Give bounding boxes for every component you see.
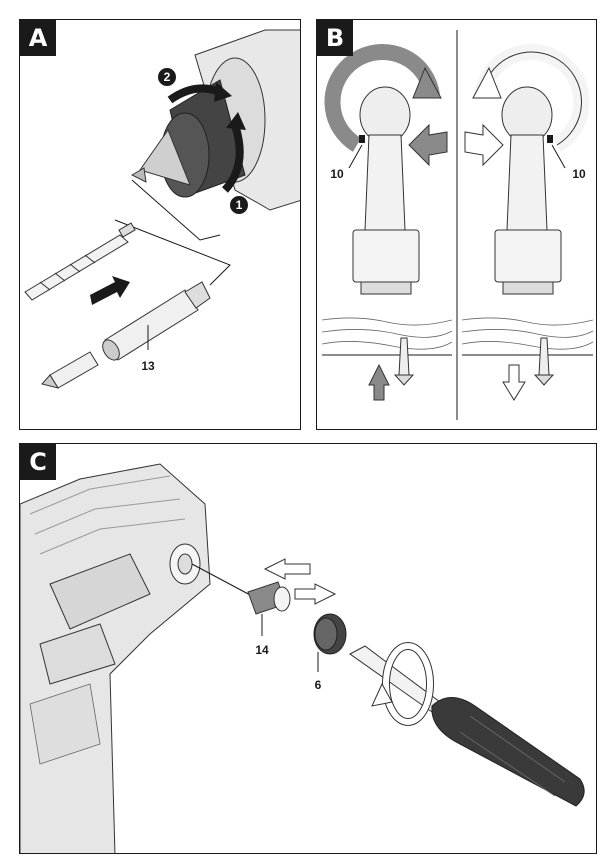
bit-holder	[102, 281, 211, 361]
leader-line-axis	[191, 563, 253, 597]
leader-line-10-right	[551, 144, 566, 169]
direction-arrow-right	[464, 123, 504, 167]
part-label-10-left: 10	[330, 167, 344, 181]
double-arrow	[263, 558, 337, 605]
screw-in-arrow	[368, 363, 390, 401]
drill-bit	[24, 222, 136, 301]
step-1-number: 1	[236, 198, 243, 212]
step-2-marker	[158, 68, 176, 86]
screw-right	[533, 337, 555, 386]
rotation-arrow-1: 1	[221, 112, 248, 214]
screwdriver-bit	[41, 351, 99, 389]
wood-board-right	[461, 317, 594, 356]
screw-out-arrow	[502, 364, 526, 401]
part-label-13: 13	[141, 359, 155, 373]
panel-c: C 14 6	[19, 443, 597, 854]
panel-a-badge: A	[20, 20, 56, 56]
panel-b-badge: B	[317, 20, 353, 56]
panel-b: B 10	[316, 19, 597, 430]
rotation-arrow-right	[324, 44, 442, 152]
leader-line-10-left	[348, 144, 363, 169]
direction-switch-left	[359, 135, 365, 143]
screwdriver	[349, 645, 585, 807]
cap-6	[313, 613, 347, 655]
drill-chuck-assembly	[130, 29, 300, 211]
step-2-number: 2	[164, 70, 171, 84]
drill-housing	[20, 463, 211, 853]
part-label-10-right: 10	[572, 167, 586, 181]
screw-left	[393, 337, 415, 386]
panel-a: A 2 1	[19, 19, 301, 430]
panel-c-badge: C	[20, 444, 56, 480]
drill-right	[494, 86, 562, 295]
rotation-arrow-2: 2	[158, 68, 232, 104]
direction-switch-right	[547, 135, 553, 143]
leader-line-bracket	[114, 219, 231, 286]
part-label-14: 14	[255, 643, 269, 657]
leader-line-chuck	[131, 179, 221, 241]
insert-14	[247, 581, 291, 615]
rotation-arrow-left	[472, 44, 590, 152]
panel-b-illustration: 10 10	[321, 30, 594, 420]
direction-arrow-left	[408, 123, 448, 167]
step-1-marker	[230, 196, 248, 214]
part-label-6: 6	[315, 678, 322, 692]
drill-left	[352, 86, 420, 295]
panel-a-illustration: 2 1 13	[24, 29, 300, 389]
insert-arrow	[90, 276, 130, 305]
rotation-indicator	[371, 642, 434, 726]
wood-board-left	[321, 317, 453, 356]
panel-c-illustration: 14 6	[20, 463, 585, 853]
